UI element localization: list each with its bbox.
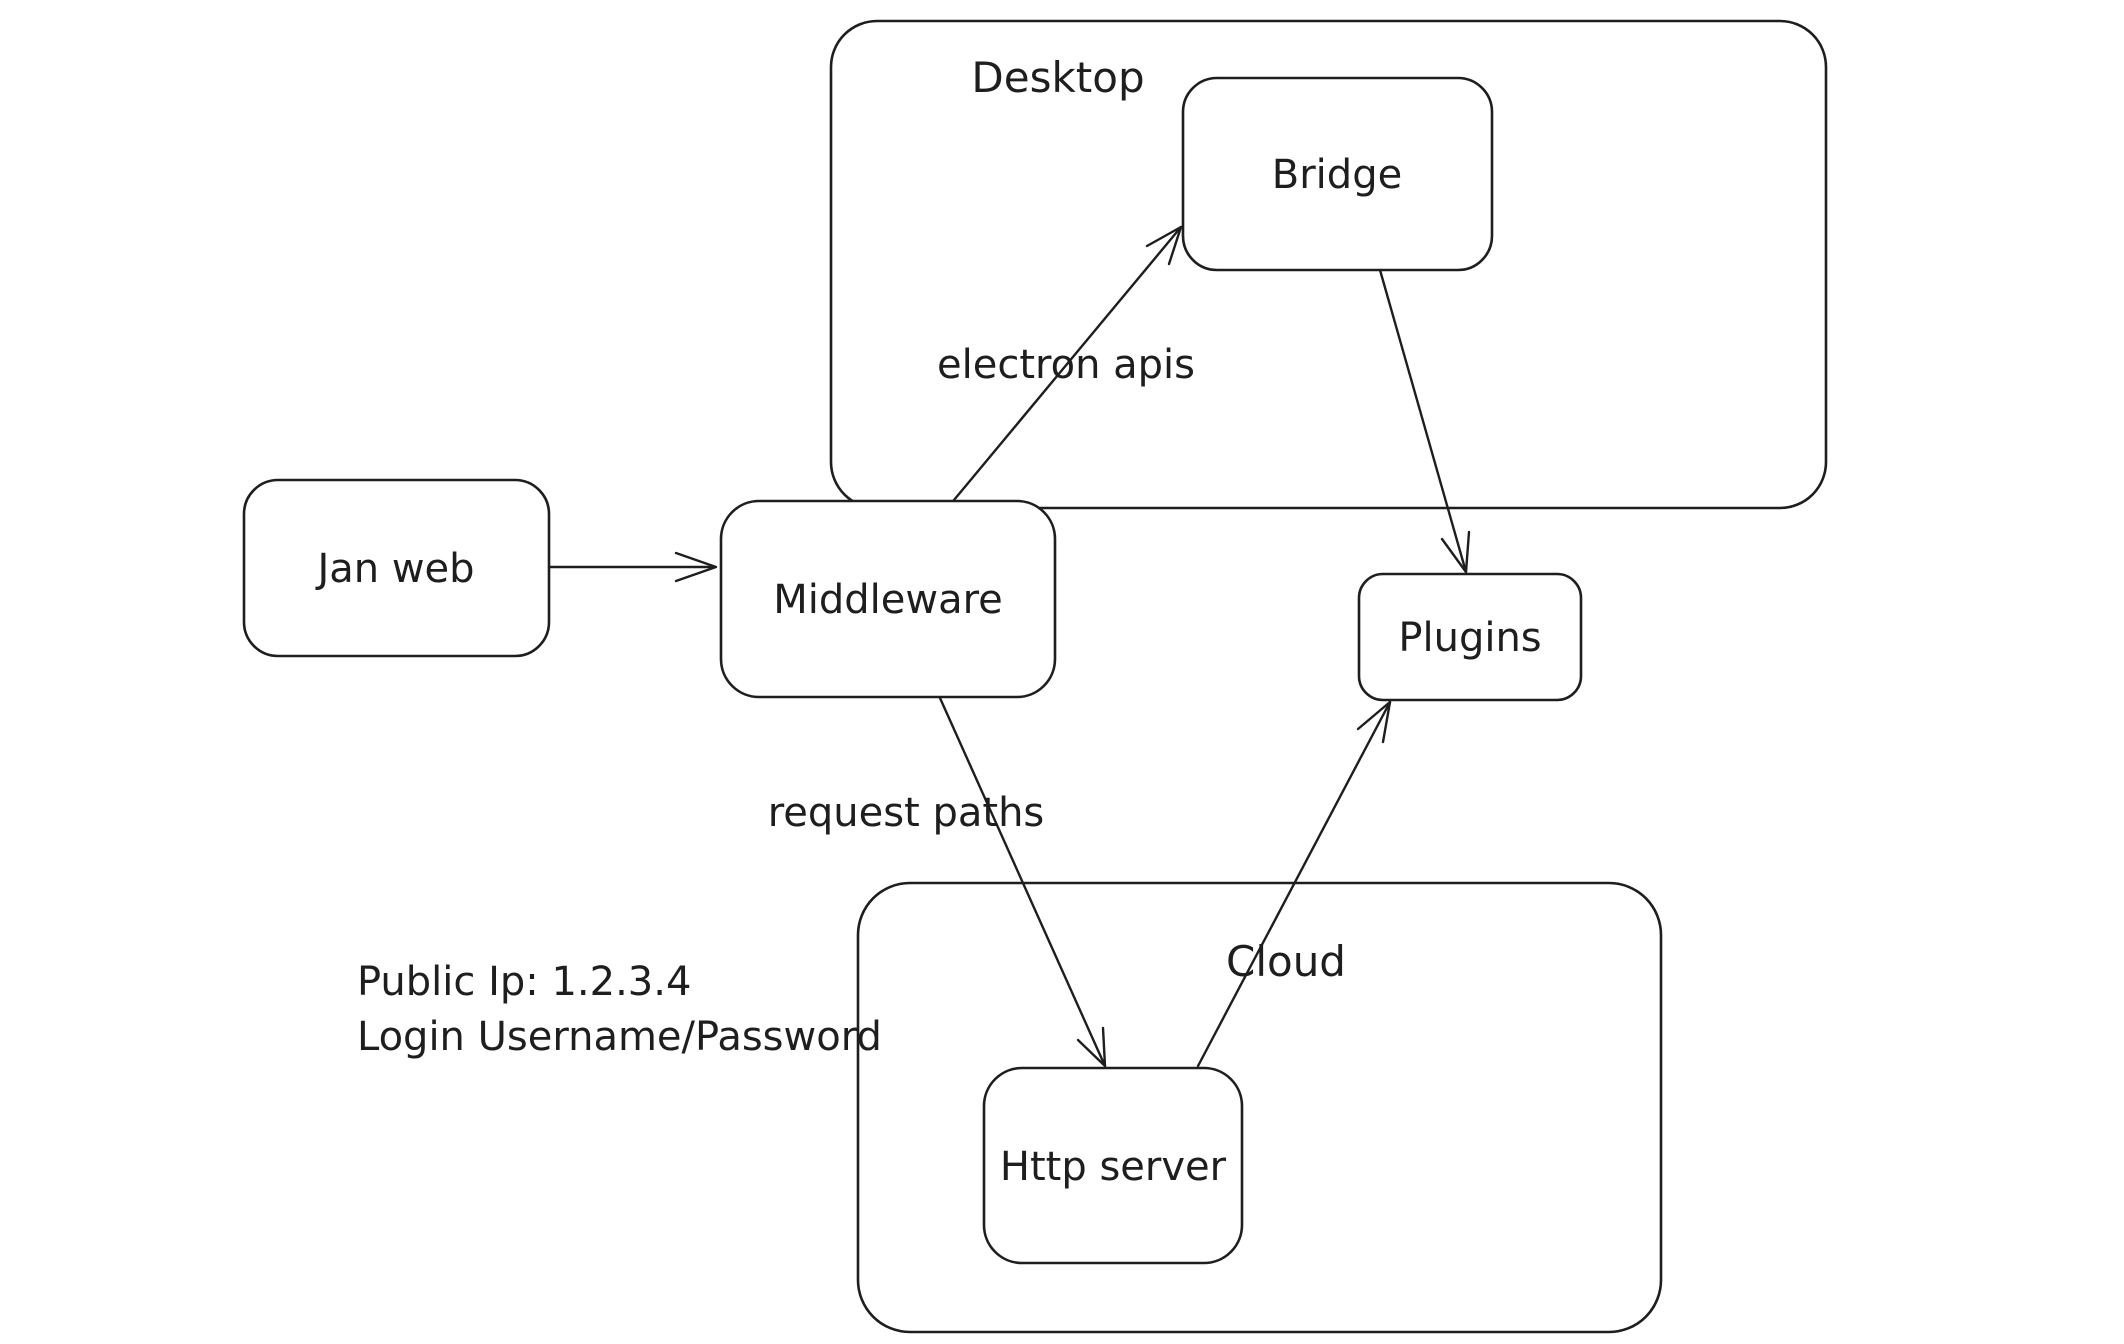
bridge-label: Bridge (1272, 152, 1402, 198)
http-server-node[interactable] (982, 1066, 1244, 1265)
desktop-container[interactable] (829, 19, 1828, 510)
edge-middleware-httpserver[interactable] (938, 696, 1107, 1068)
jan-web-node[interactable] (242, 478, 551, 658)
plugins-label: Plugins (1398, 615, 1541, 661)
edge-middleware-bridge[interactable] (952, 225, 1183, 502)
jan-web-label: Jan web (314, 546, 474, 592)
edge-label-electron-apis: electron apis (937, 342, 1195, 388)
middleware-node[interactable] (719, 499, 1057, 699)
login-text: Login Username/Password (357, 1014, 882, 1060)
plugins-node[interactable] (1357, 572, 1583, 702)
edge-label-request-paths: request paths (768, 790, 1045, 836)
edge-bridge-plugins[interactable] (1378, 268, 1471, 574)
cloud-container[interactable] (856, 881, 1663, 1334)
public-ip-text: Public Ip: 1.2.3.4 (357, 959, 691, 1005)
desktop-container-label: Desktop (971, 53, 1144, 102)
edge-janweb-middleware[interactable] (548, 551, 718, 583)
middleware-label: Middleware (773, 577, 1003, 623)
http-server-label: Http server (1000, 1144, 1227, 1190)
bridge-node[interactable] (1181, 76, 1494, 272)
edge-httpserver-plugins[interactable] (1196, 700, 1392, 1068)
cloud-container-label: Cloud (1226, 937, 1346, 986)
